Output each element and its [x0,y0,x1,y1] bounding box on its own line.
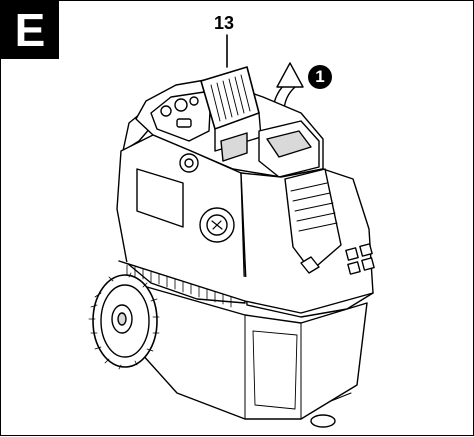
callout-number-13: 13 [214,13,235,33]
section-badge-e: E [1,1,59,59]
section-label: E [14,4,46,56]
step-badge-1: 1 [308,65,332,89]
step-number: 1 [315,67,325,86]
vacuum-body [117,67,374,427]
rear-wheel [89,273,159,369]
